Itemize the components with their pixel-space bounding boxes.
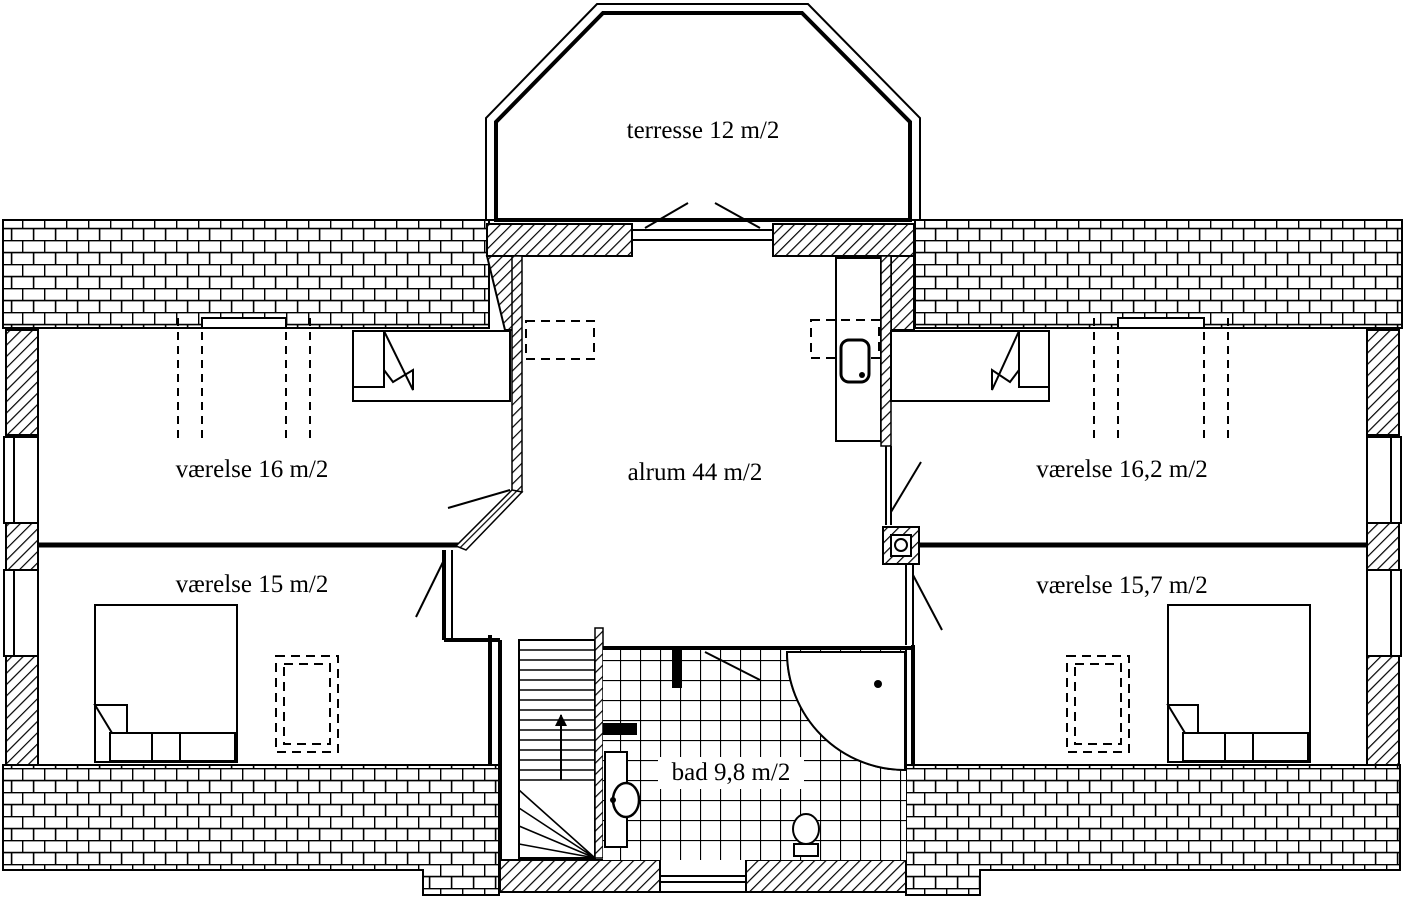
label-room-sw: værelse 15 m/2	[176, 571, 329, 598]
wall-west-2	[5, 522, 39, 571]
side-walls	[3, 329, 1402, 766]
wall-east-2	[1366, 522, 1400, 571]
bed-fold	[1166, 704, 1199, 734]
inner-wall	[594, 627, 604, 859]
washbasin-tap-icon	[610, 797, 616, 803]
sink-drain-icon	[859, 372, 865, 378]
inner-wall-diagonal	[454, 489, 524, 551]
bed-pillows	[109, 732, 236, 762]
south-wall	[499, 859, 907, 893]
door-swing	[714, 202, 761, 229]
roof-window-dashed-inner	[1074, 663, 1122, 745]
staircase	[518, 627, 604, 859]
room-nw	[38, 317, 511, 548]
roof-window-dashed	[275, 655, 339, 753]
roof-window-dashed-inner	[283, 663, 331, 745]
chimney-flue	[894, 538, 908, 552]
terrace-outline-outer	[485, 3, 921, 221]
wall-west-1	[5, 329, 39, 436]
roof-window	[1117, 317, 1205, 329]
wall-stub	[603, 723, 637, 735]
roof-tiles	[2, 219, 1403, 896]
door-swing	[644, 202, 689, 229]
south-window	[659, 875, 747, 893]
room-se	[1066, 604, 1311, 763]
terrace	[485, 3, 921, 222]
wall-east-3	[1366, 655, 1400, 766]
direction-arrow-head	[555, 714, 567, 726]
window-east-1	[1366, 436, 1402, 524]
wall-west-3	[5, 655, 39, 766]
roof-window-dashed	[1066, 655, 1130, 753]
inner-wall	[511, 255, 523, 493]
stair-treads	[519, 649, 595, 781]
wall-segment	[772, 223, 915, 257]
sink-icon	[839, 338, 871, 384]
wall-stub	[672, 650, 682, 688]
door-swing	[704, 651, 761, 681]
stair-frame	[518, 639, 596, 859]
wall-segment	[745, 859, 907, 893]
terrace-door-frame	[631, 229, 774, 241]
room-ne	[890, 317, 1367, 548]
roof-top-right	[914, 219, 1403, 329]
beam-dashed	[1093, 318, 1229, 438]
beam-dashed	[177, 318, 311, 438]
washbasin-icon	[611, 781, 641, 819]
shower-drain-icon	[874, 680, 882, 688]
window-east-2	[1366, 569, 1402, 657]
label-terrace: terresse 12 m/2	[627, 117, 780, 144]
wall-corner	[890, 255, 915, 331]
wall-corner	[485, 255, 516, 331]
bath-label-bg	[658, 757, 804, 789]
room-labels: terresse 12 m/2 alrum 44 m/2 værelse 16 …	[176, 117, 1208, 786]
wall-segment	[486, 223, 633, 257]
toilet-tank-icon	[793, 843, 819, 857]
chair	[1018, 330, 1050, 388]
roof-bottom-left	[2, 764, 500, 896]
label-room-ne: værelse 16,2 m/2	[1036, 456, 1208, 483]
door-swing	[912, 574, 943, 631]
chair-back	[383, 330, 414, 391]
roof-top-left	[2, 219, 490, 329]
chair	[352, 330, 385, 388]
roof-window	[201, 317, 287, 329]
window-west-1	[3, 436, 39, 524]
roof-bottom-right	[905, 764, 1401, 896]
door-swing	[447, 489, 511, 509]
bathroom	[603, 645, 915, 860]
label-bath: bad 9,8 m/2	[672, 759, 791, 786]
label-sunroom: alrum 44 m/2	[628, 459, 763, 486]
skylight-dashed	[525, 320, 595, 360]
label-room-nw: værelse 16 m/2	[176, 456, 329, 483]
wall-segment	[499, 859, 661, 893]
inner-wall	[880, 255, 892, 447]
wall-east-1	[1366, 329, 1400, 436]
terrace-outline-inner	[494, 11, 912, 222]
window-west-2	[3, 569, 39, 657]
north-wall	[485, 202, 915, 331]
label-room-se: værelse 15,7 m/2	[1036, 572, 1208, 599]
chair-back	[991, 330, 1020, 391]
room-sw	[93, 559, 445, 763]
door-swing	[415, 559, 445, 618]
bed-pillows	[1182, 732, 1309, 762]
toilet-icon	[792, 813, 820, 845]
bed-fold	[93, 704, 128, 734]
door-swing	[890, 461, 922, 513]
